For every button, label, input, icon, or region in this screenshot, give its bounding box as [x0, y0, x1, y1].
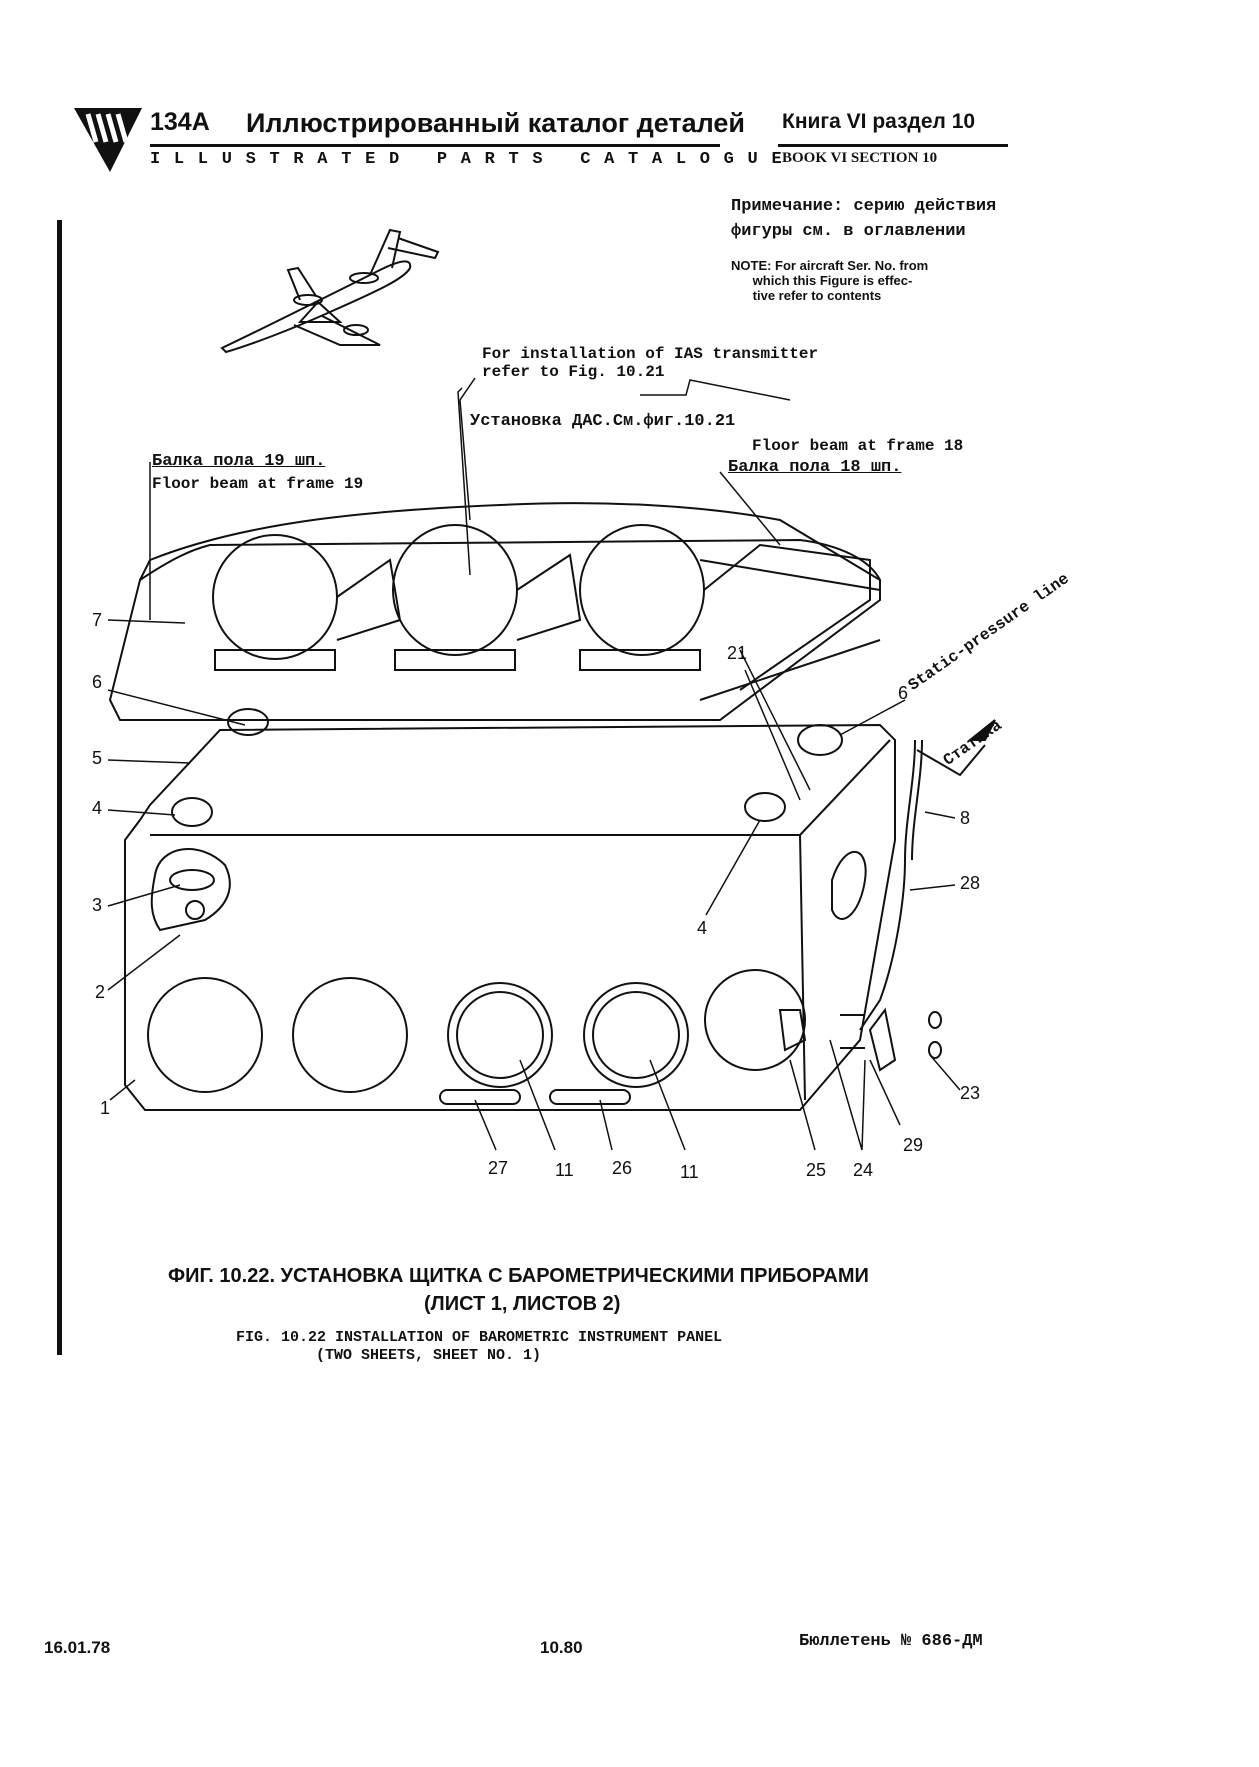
note-ru-line1: Примечание: серию действия: [731, 197, 997, 216]
callout-number: 3: [92, 895, 103, 915]
page-edge-bar: [57, 220, 62, 1355]
callout-leaders: [107, 619, 961, 1151]
model-number: 134A: [150, 108, 210, 136]
aircraft-sketch: [220, 228, 440, 354]
callout-number: 4: [697, 918, 708, 938]
callout-number: 8: [960, 808, 971, 828]
footer-bulletin: Бюллетень № 686-ДМ: [799, 1632, 983, 1651]
header-rule: [150, 144, 720, 147]
callout-number: 21: [727, 643, 748, 663]
callout-number: 4: [92, 798, 103, 818]
note-en: NOTE: For aircraft Ser. No. from which t…: [731, 258, 929, 303]
catalog-title-en: ILLUSTRATED PARTS CATALOGUE: [150, 150, 796, 169]
callout-number: 29: [903, 1135, 924, 1155]
logo: [74, 108, 142, 172]
callout-number: 7: [92, 610, 103, 630]
floor-beam-18-en: Floor beam at frame 18: [752, 437, 964, 455]
callout-number: 6: [92, 672, 103, 692]
figure-caption-ru-line1: ФИГ. 10.22. УСТАНОВКА ЩИТКА С БАРОМЕТРИЧ…: [168, 1265, 869, 1287]
callout-number: 2: [95, 982, 106, 1002]
callout-number: 24: [853, 1160, 874, 1180]
tank-rack: [108, 502, 881, 721]
floor-beam-19-ru: Балка пола 19 шп.: [152, 452, 326, 471]
callout-number: 25: [806, 1160, 827, 1180]
figure-caption-en-line1: FIG. 10.22 INSTALLATION OF BAROMETRIC IN…: [236, 1329, 723, 1346]
figure-caption-en-line2: (TWO SHEETS, SHEET NO. 1): [316, 1347, 542, 1364]
ias-note-ru: Установка ДАС.См.фиг.10.21: [470, 412, 736, 431]
callout-number: 27: [488, 1158, 509, 1178]
callout-number: 28: [960, 873, 981, 893]
footer-page-number: 10.80: [540, 1638, 583, 1657]
floor-beam-18-ru: Балка пола 18 шп.: [728, 458, 902, 477]
book-section-en: BOOK VI SECTION 10: [782, 150, 938, 166]
callout-number: 11: [555, 1160, 574, 1180]
footer-date: 16.01.78: [44, 1638, 111, 1657]
callout-number: 11: [680, 1162, 699, 1182]
floor-beam-19-en: Floor beam at frame 19: [152, 475, 364, 493]
book-section-ru: Книга VI раздел 10: [782, 110, 976, 133]
book-rule: [778, 144, 1008, 147]
callout-number: 1: [100, 1098, 111, 1118]
static-pressure-line: [859, 719, 996, 1031]
figure-caption-ru-line2: (ЛИСТ 1, ЛИСТОВ 2): [424, 1293, 621, 1315]
callout-number: 5: [92, 748, 103, 768]
callout-number: 26: [612, 1158, 633, 1178]
catalog-title-ru: Иллюстрированный каталог деталей: [246, 108, 746, 138]
ias-note-en-line1: For installation of IAS transmitter: [482, 345, 819, 363]
ias-note-en-line2: refer to Fig. 10.21: [482, 363, 665, 381]
leader-lines: [149, 377, 811, 791]
note-ru-line2: фигуры см. в оглавлении: [731, 222, 966, 241]
instrument-panel: [124, 708, 942, 1111]
callout-number: 23: [960, 1083, 981, 1103]
callout-number: 6: [898, 683, 909, 703]
